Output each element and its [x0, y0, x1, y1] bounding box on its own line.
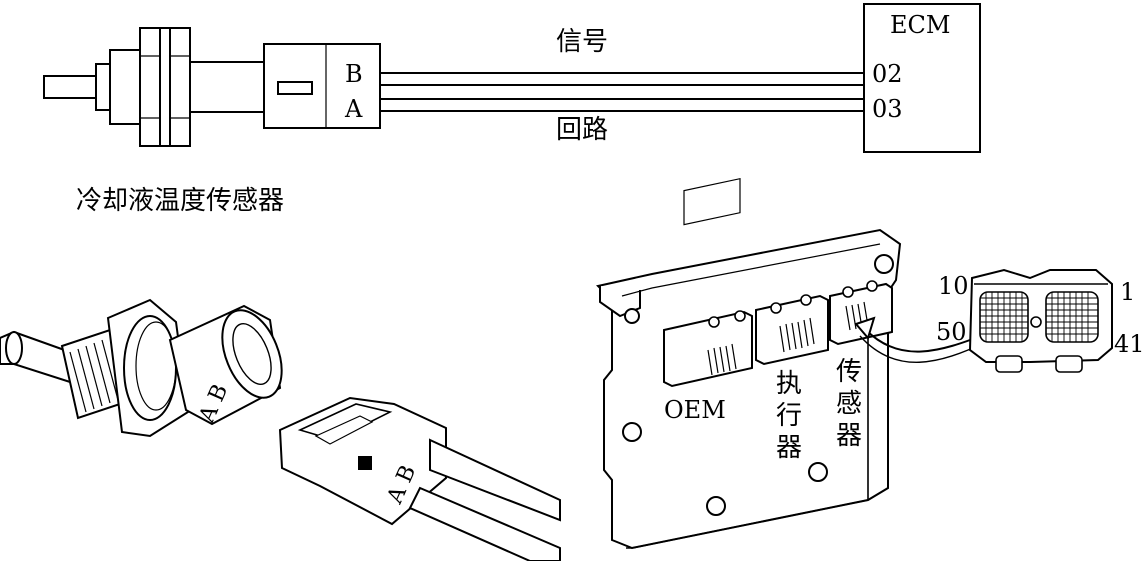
sensor-neck [189, 61, 265, 113]
ecm-pin-02: 02 [872, 60, 903, 88]
sensor-schematic: B A [43, 27, 381, 147]
port-sensor-label-1: 传 [836, 357, 862, 387]
port-oem [663, 177, 753, 388]
sensor-probe-tip [43, 75, 97, 99]
ecm-block: ECM 02 03 [863, 3, 981, 153]
plug-pin-41: 41 [1114, 330, 1143, 358]
mount-hole-1 [874, 254, 894, 274]
port-sensor-label-2: 感 [836, 389, 862, 419]
sensor-hex-flat [159, 27, 171, 147]
mount-hole-4 [808, 462, 828, 482]
plug-grid-left [979, 291, 1029, 343]
sensor-step-1 [95, 63, 111, 111]
ecm-plug: 10 1 50 41 [936, 268, 1143, 373]
port-actuator-label-1: 执 [776, 369, 802, 399]
port-oem-label: OEM [664, 396, 726, 424]
port-sensor [829, 280, 893, 346]
ecm-module-illustration: OEM 执 行 器 传 感 器 [596, 177, 987, 550]
signal-wire-label: 信号 [556, 27, 608, 57]
port-actuator-label-3: 器 [776, 433, 802, 463]
plug-grid-right [1045, 291, 1099, 343]
harness-wire-upper [429, 438, 561, 522]
connector-latch [277, 81, 313, 95]
harness-lock-tab [358, 456, 372, 470]
port-sensor-label-3: 器 [836, 421, 862, 451]
port-actuator-label-2: 行 [776, 401, 802, 431]
insert-arrowhead [854, 316, 876, 341]
plug-pin-1: 1 [1120, 278, 1135, 306]
plug-pin-10: 10 [938, 272, 969, 300]
harness-wire-lower [408, 486, 561, 561]
pin-a-label: A [344, 95, 363, 123]
ecm-box [863, 3, 981, 153]
sensor-step-2 [109, 49, 141, 125]
wiring: 信号 回路 [380, 27, 864, 145]
sensor-connector-illustration: A B A B [0, 298, 561, 561]
sensor-caption: 冷却液温度传感器 [76, 186, 284, 216]
pin-b-label: B [345, 60, 363, 88]
return-wire-label: 回路 [556, 115, 608, 145]
port-actuator [755, 294, 829, 366]
plug-center-screw [1030, 316, 1042, 328]
mount-hole-2 [622, 422, 642, 442]
ecm-pin-03: 03 [872, 95, 903, 123]
plug-pin-50: 50 [936, 318, 967, 346]
ecm-title: ECM [890, 11, 950, 39]
mount-hole-3 [706, 496, 726, 516]
